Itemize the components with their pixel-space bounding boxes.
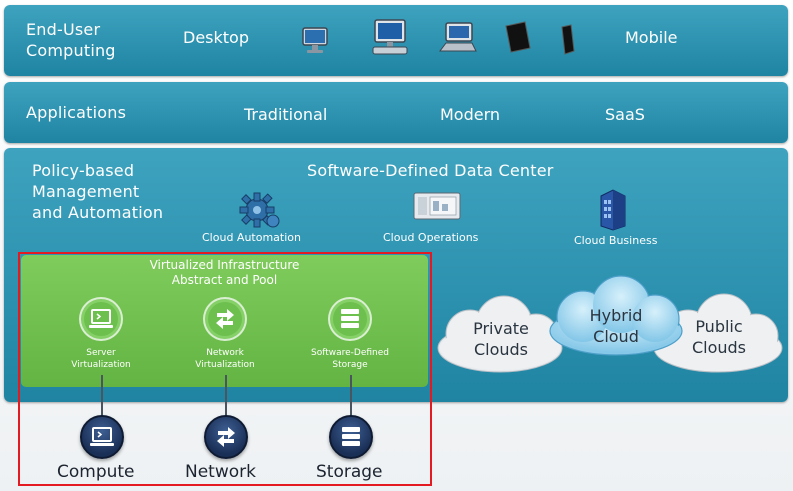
virtualized-infrastructure-panel: Virtualized Infrastructure Abstract and … [21,255,428,387]
end-user-computing-band: End-User Computing Desktop Mobile [4,5,788,76]
tablet-icon [505,21,531,53]
network-icon [204,415,248,459]
policy-label-line1: Policy-based [32,161,135,180]
private-clouds-line1: Private [473,319,529,338]
network-connector [225,375,227,421]
storage-connector [350,375,352,421]
server-virtualization-line1: Server [86,348,116,358]
public-cloud-shape [653,293,783,373]
network-virtualization-line1: Network [206,348,244,358]
smartphone-icon [561,24,575,55]
network-virtualization-icon [203,297,247,341]
public-clouds-line1: Public [695,317,743,336]
policy-label-line3: and Automation [32,203,164,222]
band-title-line1: End-User [26,20,101,39]
server-virtualization-icon [79,297,123,341]
desktop-monitor-icon [302,27,328,53]
sddc-title: Software-Defined Data Center [307,161,554,180]
building-icon [600,189,626,231]
highlight-box [18,252,432,486]
storage-icon [329,415,373,459]
hybrid-cloud-shape [549,275,683,356]
applications-title: Applications [26,103,127,122]
storage-label: Storage [316,462,383,482]
network-label: Network [185,462,256,482]
storage-virtualization-icon [328,297,372,341]
band-title-line2: Computing [26,41,116,60]
cloud-operations-label: Cloud Operations [383,231,479,244]
compute-icon [80,415,124,459]
virtualized-title: Virtualized Infrastructure [149,258,300,272]
private-clouds-line2: Clouds [473,340,529,359]
mobile-label: Mobile [625,28,678,47]
desktop-computer-icon [372,19,408,55]
compute-label: Compute [57,462,135,482]
virtualized-subtitle: Abstract and Pool [171,273,278,287]
public-clouds-line2: Clouds [691,338,747,357]
server-virtualization-line2: Virtualization [71,360,131,370]
compute-connector [101,375,103,421]
app-saas-label: SaaS [605,105,645,124]
network-virtualization-line2: Virtualization [195,360,255,370]
hybrid-cloud-line1: Hybrid [589,306,643,325]
dashboard-icon [413,192,461,220]
policy-label-line2: Management [32,182,140,201]
cloud-business-label: Cloud Business [574,234,658,247]
applications-band: Applications Traditional Modern SaaS [4,82,788,143]
storage-virtualization-line2: Storage [332,360,368,370]
private-cloud-shape [437,295,563,373]
laptop-icon [439,22,477,52]
desktop-label: Desktop [183,28,249,47]
app-modern-label: Modern [440,105,501,124]
app-traditional-label: Traditional [244,105,328,124]
hybrid-cloud-line2: Cloud [593,327,639,346]
cloud-automation-label: Cloud Automation [202,231,301,244]
gear-icon [239,192,280,228]
storage-virtualization-line1: Software-Defined [310,348,389,358]
